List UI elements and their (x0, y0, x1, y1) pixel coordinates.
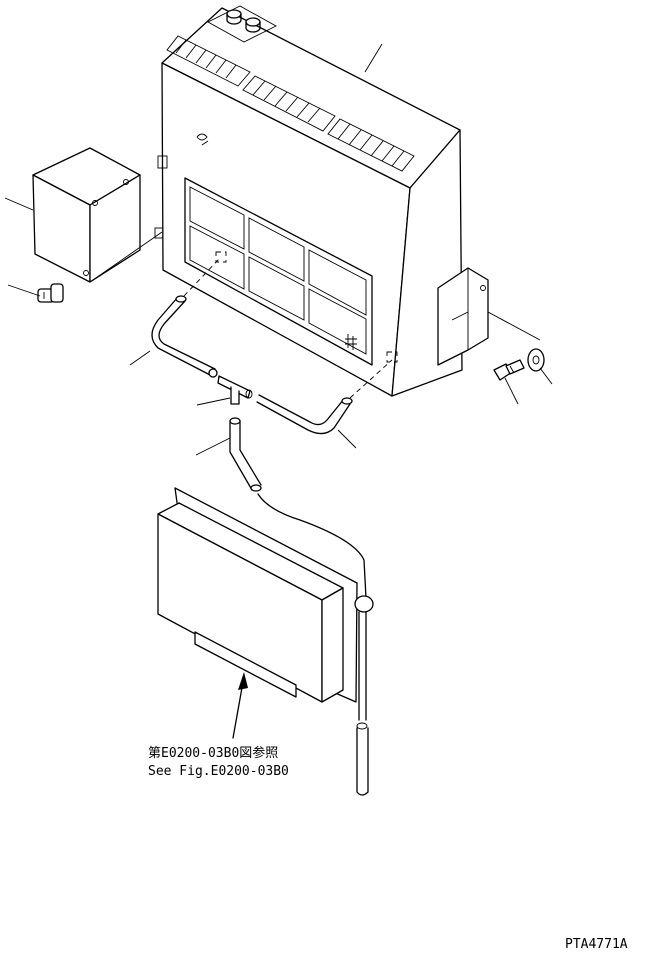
controller-box (157, 487, 358, 703)
drawing-code: PTA4771A (565, 937, 628, 952)
drain-hoses (151, 295, 353, 492)
heater-unit (154, 5, 463, 397)
top-louvre-grilles (166, 35, 415, 172)
cover-box-guide-line (89, 231, 163, 283)
reference-arrow (232, 672, 248, 739)
leader-lines (4, 43, 553, 456)
top-caps (207, 5, 277, 43)
reference-note-ja: 第E0200-03B0図参照 (148, 745, 278, 761)
hose-guide-line-right (349, 359, 393, 399)
right-bracket (437, 267, 541, 366)
left-cover-box (32, 147, 141, 283)
drain-tube (257, 493, 374, 796)
bolt (493, 359, 525, 381)
clip-nut (37, 283, 64, 303)
washer (527, 348, 545, 372)
reference-note-en: See Fig.E0200-03B0 (148, 764, 289, 779)
front-filter-frame (184, 177, 373, 366)
